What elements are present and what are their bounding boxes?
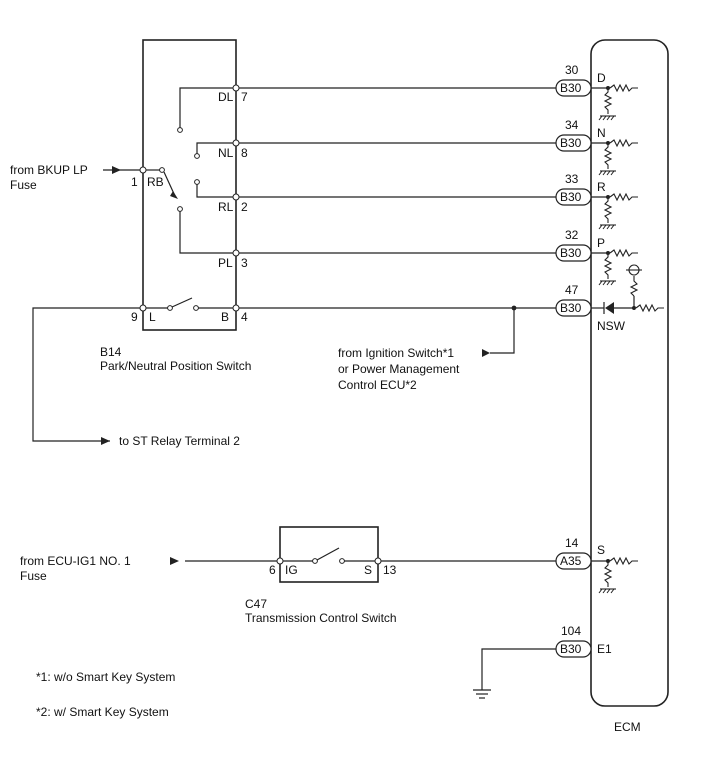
bkup-label-1: from BKUP LP: [10, 163, 88, 177]
c47-label-ig: IG: [285, 563, 298, 577]
b14-label-dl: DL: [218, 90, 234, 104]
ecm-term-r-no: 33: [565, 172, 579, 186]
b14-no-b: 4: [241, 310, 248, 324]
b14-label-nl: NL: [218, 146, 234, 160]
ecm-term-p-name: P: [597, 236, 605, 250]
ecm-term-d: B30 30 D: [555, 63, 606, 97]
b14-label-pl: PL: [218, 256, 233, 270]
st-relay-label: to ST Relay Terminal 2: [119, 434, 240, 448]
ecm-term-n-conn: B30: [560, 136, 582, 150]
b14-pin-rb: [139, 166, 147, 174]
b14-no-rb: 1: [131, 175, 138, 189]
ign-label-3: Control ECU*2: [338, 378, 417, 392]
ecuig1-label-1: from ECU-IG1 NO. 1: [20, 554, 131, 568]
ecm-term-s-no: 14: [565, 536, 579, 550]
ecm-term-nsw-conn: B30: [560, 301, 582, 315]
b14-pin-b: [232, 304, 240, 312]
c47-switch-box: [279, 526, 379, 583]
b14-pin-pl: [232, 249, 240, 257]
ecm-term-s-conn: A35: [560, 554, 582, 568]
c47-pin-s: [374, 557, 382, 565]
ecm-term-e1-conn: B30: [560, 642, 582, 656]
bkup-label-2: Fuse: [10, 178, 37, 192]
b14-pin-dl: [232, 84, 240, 92]
ecm-term-s: A35 14 S: [555, 536, 605, 570]
b14-name: Park/Neutral Position Switch: [100, 359, 251, 373]
c47-no-ig: 6: [269, 563, 276, 577]
ecm-term-nsw-name: NSW: [597, 319, 626, 333]
ecm-term-d-name: D: [597, 71, 606, 85]
ign-label: from Ignition Switch*1 or Power Manageme…: [338, 346, 460, 392]
footnote-1: *1: w/o Smart Key System: [36, 670, 175, 684]
ecm-box: [590, 39, 669, 707]
b14-label-rb: RB: [147, 175, 164, 189]
b14-code: B14: [100, 345, 122, 359]
ecm-term-n: B30 34 N: [555, 118, 606, 152]
ecm-term-e1-name: E1: [597, 642, 612, 656]
b14-no-l: 9: [131, 310, 138, 324]
ecm-term-e1: B30 104 E1: [555, 624, 612, 658]
ecm-term-nsw: B30 47 NSW: [555, 283, 626, 333]
b14-pin-nl: [232, 139, 240, 147]
e1-ground: [473, 648, 556, 699]
ecm-term-p: B30 32 P: [555, 228, 605, 262]
ecm-term-d-no: 30: [565, 63, 579, 77]
b14-pin-l: [139, 304, 147, 312]
ecm-term-p-conn: B30: [560, 246, 582, 260]
bkup-input: from BKUP LP Fuse: [10, 163, 140, 192]
ecm-term-d-conn: B30: [560, 81, 582, 95]
b14-label-b: B: [221, 310, 229, 324]
ecuig1-label-2: Fuse: [20, 569, 47, 583]
c47-pin-ig: [276, 557, 284, 565]
c47-label-s: S: [364, 563, 372, 577]
b14-no-dl: 7: [241, 90, 248, 104]
ecm-term-n-no: 34: [565, 118, 579, 132]
b14-switch-box: [142, 39, 237, 331]
b14-no-nl: 8: [241, 146, 248, 160]
ecm-unit: ECM B30 30 D B30 34 N B30 33 R B30 32 P: [555, 39, 669, 734]
ecm-term-r: B30 33 R: [555, 172, 606, 206]
ecm-term-n-name: N: [597, 126, 606, 140]
wires-b14-ecm: [239, 87, 556, 357]
ecm-term-r-name: R: [597, 180, 606, 194]
b14-pin-rl: [232, 193, 240, 201]
st-relay-output: to ST Relay Terminal 2: [32, 307, 240, 448]
b14-switch: DL 7 NL 8 RL 2 PL 3 RB 1 L 9 B 4 B14 Par…: [100, 39, 251, 373]
b14-label-rl: RL: [218, 200, 234, 214]
b14-no-rl: 2: [241, 200, 248, 214]
b14-label-l: L: [149, 310, 156, 324]
ign-label-2: or Power Management: [338, 362, 460, 376]
footnotes: *1: w/o Smart Key System *2: w/ Smart Ke…: [36, 670, 175, 719]
c47-name: Transmission Control Switch: [245, 611, 397, 625]
ecm-term-nsw-no: 47: [565, 283, 579, 297]
ign-label-1: from Ignition Switch*1: [338, 346, 454, 360]
ecm-term-r-conn: B30: [560, 190, 582, 204]
c47-switch: IG 6 S 13 C47 Transmission Control Switc…: [20, 526, 556, 625]
ecm-term-p-no: 32: [565, 228, 579, 242]
ecm-label: ECM: [614, 720, 641, 734]
ecm-internal-circuits: [591, 84, 665, 594]
ecm-term-e1-no: 104: [561, 624, 581, 638]
b14-no-pl: 3: [241, 256, 248, 270]
c47-code: C47: [245, 597, 267, 611]
footnote-2: *2: w/ Smart Key System: [36, 705, 169, 719]
c47-no-s: 13: [383, 563, 397, 577]
ecm-term-s-name: S: [597, 543, 605, 557]
